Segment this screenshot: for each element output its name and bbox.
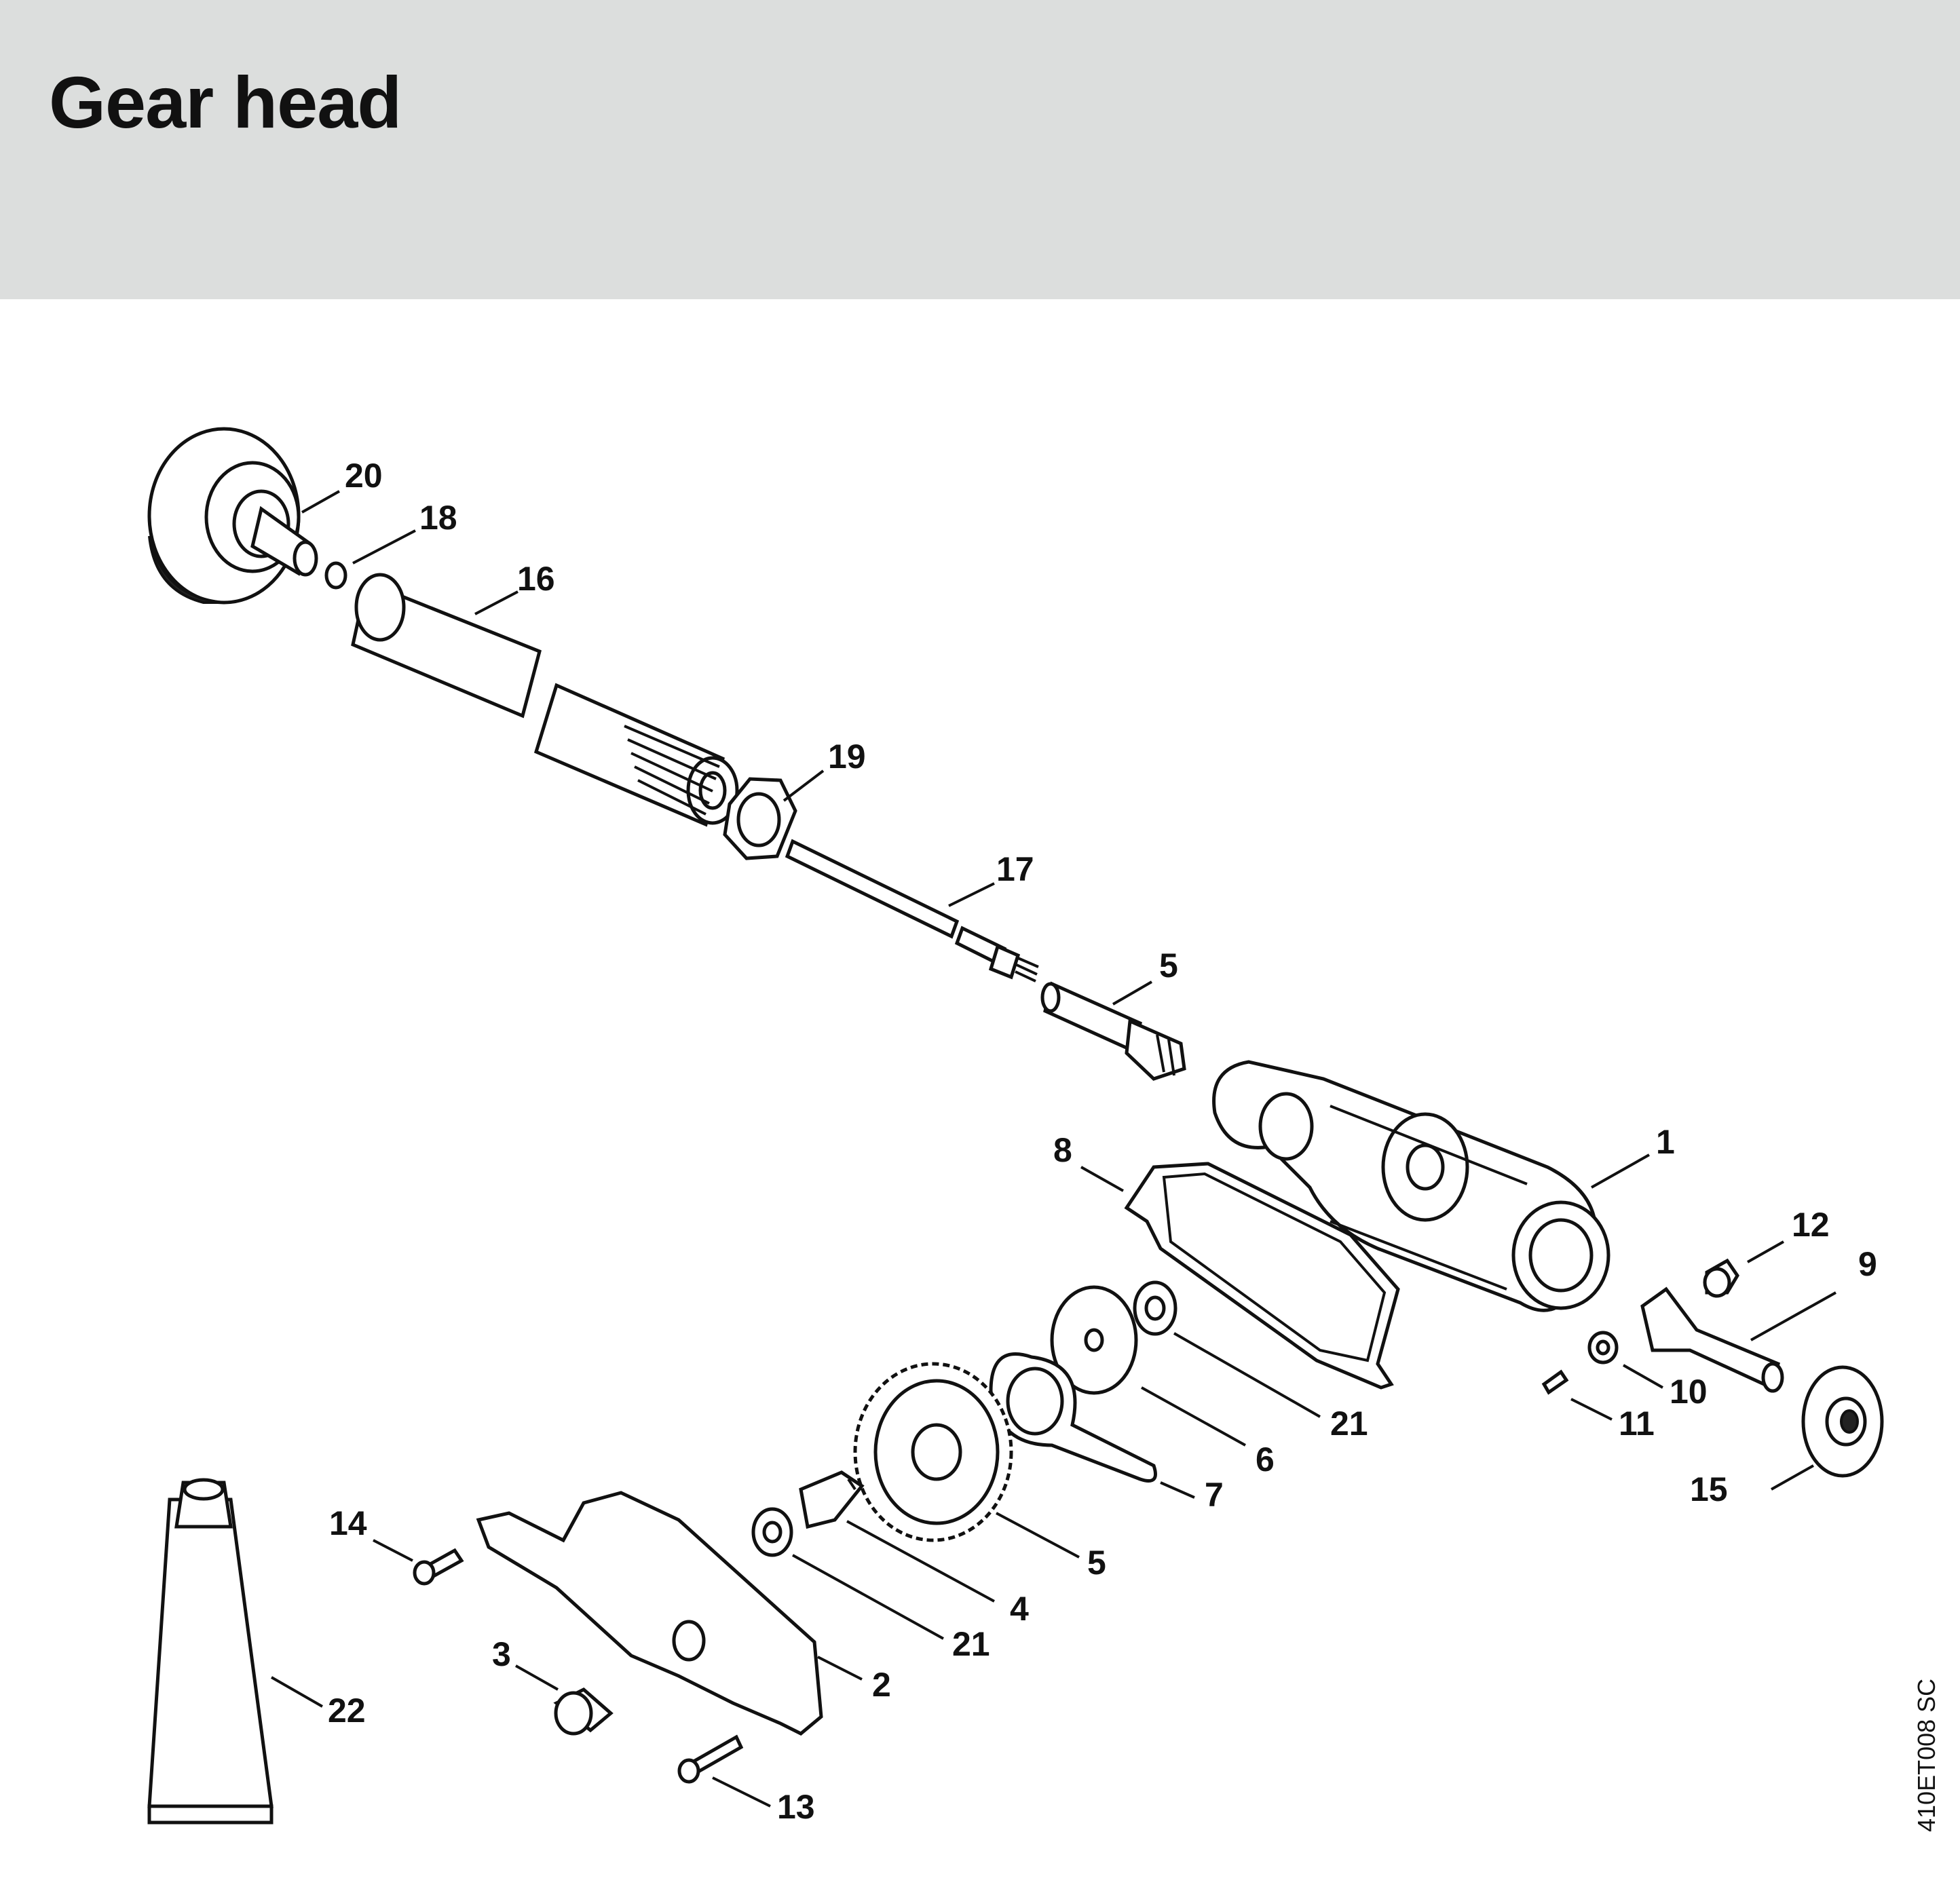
callout-9: 9 [1858,1245,1877,1283]
part-21-ball-bearing-lower[interactable] [751,1507,793,1557]
part-22-grease-tube[interactable] [147,1478,274,1825]
part-3-plug[interactable] [553,1687,614,1736]
part-5-pinion-shaft[interactable] [1040,981,1186,1081]
part-21-ball-bearing-upper[interactable] [1133,1280,1177,1336]
part-14-screw[interactable] [413,1548,464,1586]
part-7-gasket-loop[interactable] [989,1352,1157,1483]
callout-3: 3 [492,1635,511,1673]
callout-16: 16 [517,560,555,598]
callout-17: 17 [996,850,1034,888]
part-13-screw[interactable] [677,1734,744,1784]
callout-5-upper: 5 [1159,947,1178,985]
part-18-circlip[interactable] [324,561,347,590]
drawing-code: 410ET008 SC [1912,1678,1940,1832]
header-band [0,0,1960,299]
part-12-sleeve[interactable] [1703,1258,1739,1298]
callout-18: 18 [419,499,457,537]
callout-15: 15 [1690,1470,1728,1508]
callout-21-upper: 21 [1330,1405,1368,1443]
part-16-drive-tube[interactable] [351,573,739,827]
callout-14: 14 [329,1504,367,1542]
part-8-gasket[interactable] [1124,1162,1400,1390]
page-title: Gear head [49,61,402,143]
callout-7: 7 [1205,1476,1224,1514]
part-15-flange[interactable] [1801,1365,1884,1478]
part-17-drive-shaft[interactable] [785,839,1039,982]
part-2-housing-cover[interactable] [476,1491,823,1736]
callout-8: 8 [1053,1131,1072,1169]
callouts: 20 18 16 19 17 5 1 8 12 9 10 11 15 21 6 … [328,457,1877,1826]
callout-20: 20 [345,457,383,495]
callout-2: 2 [872,1666,891,1704]
callout-6: 6 [1256,1440,1275,1478]
callout-12: 12 [1792,1206,1830,1244]
callout-1: 1 [1656,1123,1675,1161]
part-6-disc[interactable] [1050,1285,1138,1395]
leader-lines [271,490,1836,1808]
callout-21-lower: 21 [952,1625,990,1663]
part-20-clutch-drum[interactable] [147,427,318,605]
callout-10: 10 [1670,1373,1708,1411]
part-1-gear-housing[interactable] [1212,1060,1610,1312]
callout-22: 22 [328,1692,366,1730]
callout-19: 19 [828,738,866,776]
callout-4: 4 [1010,1590,1029,1628]
part-5-bevel-gear[interactable] [853,1362,1013,1542]
part-9-bushing[interactable] [1640,1286,1784,1393]
callout-5-lower: 5 [1087,1544,1106,1582]
part-19-hex-nut[interactable] [723,777,797,860]
callout-13: 13 [777,1788,815,1826]
part-4-stud[interactable] [799,1470,865,1529]
part-11-screw[interactable] [1541,1369,1569,1395]
part-10-washer[interactable] [1587,1331,1619,1365]
callout-11: 11 [1619,1405,1655,1443]
